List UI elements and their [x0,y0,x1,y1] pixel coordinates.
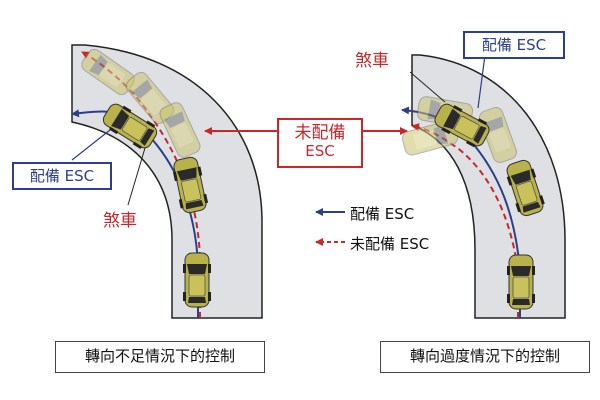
left-esc-box: 配備 ESC [12,162,112,190]
right-caption: 轉向過度情況下的控制 [380,341,590,373]
right-esc-pointer [477,54,486,109]
left-caption: 轉向不足情況下的控制 [55,341,265,373]
right-road [411,54,566,319]
no-esc-box-line2: ESC [305,141,335,160]
legend-no-esc-label: 未配備 ESC [350,235,430,253]
right-brake-label: 煞車 [355,51,389,71]
right-esc-box: 配備 ESC [463,31,565,59]
right-esc-box-label: 配備 ESC [481,36,547,54]
left-brake-label: 煞車 [103,211,137,231]
left-esc-pointer [71,129,111,161]
no-esc-box-line1: 未配備 [294,123,346,143]
legend-esc-label: 配備 ESC [350,205,415,223]
left-car-start [182,252,212,308]
right-car-start [506,254,536,310]
left-brake-pointer [127,147,146,206]
left-no-esc-path [81,51,201,318]
no-esc-box: 未配備 ESC [277,118,363,168]
left-esc-box-label: 配備 ESC [29,167,95,185]
right-brake-pointer [409,71,446,103]
